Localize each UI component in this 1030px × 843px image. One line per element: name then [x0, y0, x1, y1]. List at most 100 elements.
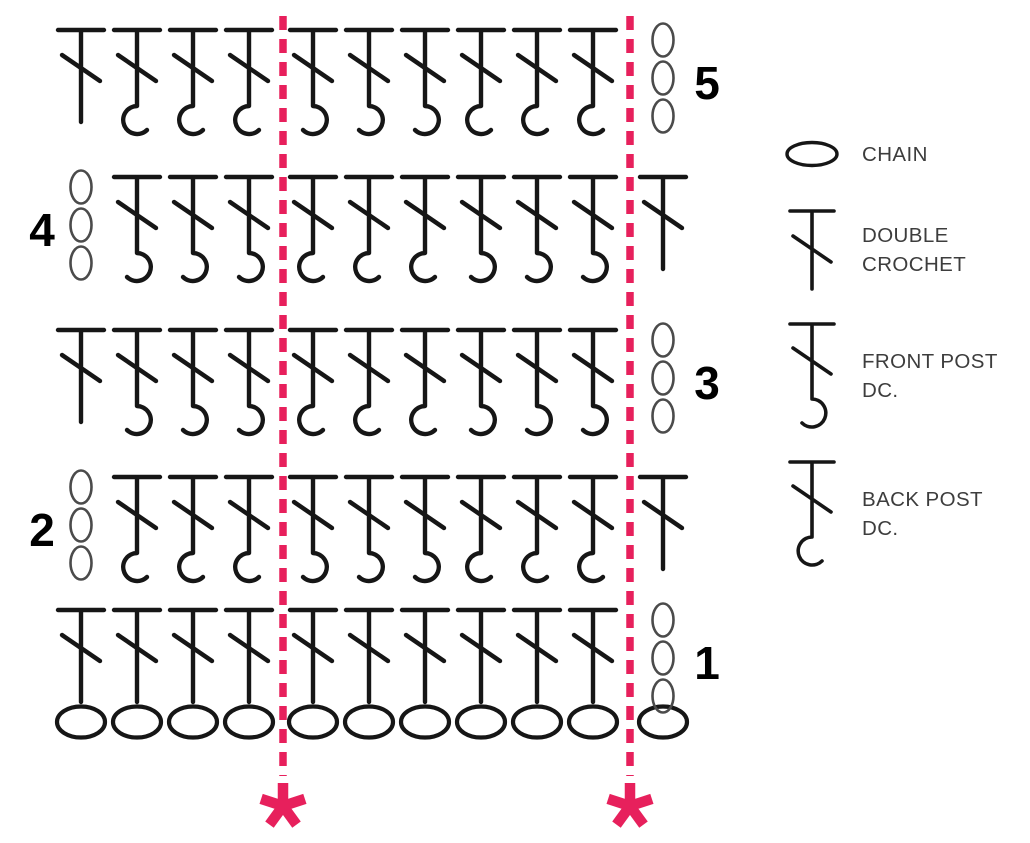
bpdc-symbol — [399, 327, 451, 437]
row-1: 1 — [55, 602, 720, 714]
turning-chain — [651, 322, 675, 434]
dc-symbol — [55, 327, 107, 425]
fpdc-symbol — [455, 174, 507, 284]
bpdc-symbol — [511, 474, 563, 584]
fpdc-symbol — [167, 327, 219, 437]
chain-symbol — [69, 207, 93, 243]
row-number: 3 — [694, 357, 720, 409]
row-number: 5 — [694, 57, 720, 109]
chain-symbol — [398, 704, 452, 740]
chain-symbol — [651, 640, 675, 676]
back-post-dc-icon — [780, 459, 844, 569]
fpdc-symbol — [567, 327, 619, 437]
fpdc-symbol — [399, 27, 451, 137]
bpdc-symbol — [511, 27, 563, 137]
bpdc-symbol — [111, 27, 163, 137]
chain-symbol — [651, 398, 675, 434]
turning-chain — [69, 169, 93, 281]
dc-symbol — [55, 27, 107, 125]
chain-symbol — [636, 704, 690, 740]
legend-label-chain: CHAIN — [862, 142, 928, 166]
chain-symbol — [342, 704, 396, 740]
chain-symbol — [69, 245, 93, 281]
row-2: 2 — [29, 469, 689, 584]
chain-symbol — [651, 98, 675, 134]
chain-symbol — [54, 704, 108, 740]
chain-symbol — [651, 602, 675, 638]
fpdc-symbol — [511, 174, 563, 284]
fpdc-symbol — [343, 27, 395, 137]
bpdc-symbol — [567, 474, 619, 584]
legend-label-front-post-dc: FRONT POST DC. — [862, 350, 998, 402]
turning-chain — [651, 22, 675, 134]
chain-symbol — [69, 507, 93, 543]
bpdc-symbol — [223, 474, 275, 584]
double-crochet-icon — [780, 208, 844, 292]
chain-symbol — [69, 169, 93, 205]
repeat-asterisk — [259, 783, 307, 828]
dc-symbol — [343, 607, 395, 705]
fpdc-symbol — [287, 27, 339, 137]
dc-symbol — [55, 607, 107, 705]
row-number: 4 — [29, 204, 55, 256]
chain-symbol — [510, 704, 564, 740]
row-number: 1 — [694, 637, 720, 689]
chain-symbol — [286, 704, 340, 740]
legend-item-chain: CHAIN — [780, 126, 928, 182]
dc-symbol — [637, 174, 689, 272]
dc-symbol — [567, 607, 619, 705]
chain-symbol — [651, 22, 675, 58]
bpdc-symbol — [567, 27, 619, 137]
fpdc-symbol — [111, 327, 163, 437]
row-3: 3 — [55, 322, 720, 437]
front-post-dc-icon — [780, 321, 844, 431]
fpdc-symbol — [111, 174, 163, 284]
bpdc-symbol — [343, 174, 395, 284]
bpdc-symbol — [111, 474, 163, 584]
chain-symbol — [651, 678, 675, 714]
bpdc-symbol — [455, 27, 507, 137]
dc-symbol — [167, 607, 219, 705]
chain-symbol — [651, 360, 675, 396]
asterisk-arm — [628, 793, 654, 811]
repeat-marker — [259, 16, 307, 828]
chain-symbol — [651, 322, 675, 358]
chain-symbol — [651, 60, 675, 96]
bpdc-symbol — [455, 474, 507, 584]
repeat-asterisk — [606, 783, 654, 828]
bpdc-symbol — [223, 27, 275, 137]
fpdc-symbol — [167, 174, 219, 284]
dc-symbol — [511, 607, 563, 705]
dc-symbol — [287, 607, 339, 705]
dc-symbol — [455, 607, 507, 705]
legend: CHAIN DOUBLE CROCHET FRONT POST DC. — [780, 0, 1030, 843]
chain-symbol — [69, 545, 93, 581]
chain-symbol — [69, 469, 93, 505]
legend-item-double-crochet: DOUBLE CROCHET — [780, 205, 966, 295]
fpdc-symbol — [399, 474, 451, 584]
chain-symbol — [222, 704, 276, 740]
row-5: 5 — [55, 22, 720, 137]
bpdc-symbol — [167, 474, 219, 584]
chain-symbol — [454, 704, 508, 740]
bpdc-symbol — [167, 27, 219, 137]
bpdc-symbol — [399, 174, 451, 284]
row-4: 4 — [29, 169, 689, 284]
fpdc-symbol — [511, 327, 563, 437]
foundation-chain-row — [54, 704, 690, 740]
asterisk-arm — [281, 793, 307, 811]
legend-item-back-post-dc: BACK POST DC. — [780, 456, 983, 572]
row-number: 2 — [29, 504, 55, 556]
chain-symbol — [110, 704, 164, 740]
turning-chain — [69, 469, 93, 581]
chain-icon — [780, 139, 844, 169]
chain-symbol — [166, 704, 220, 740]
dc-symbol — [399, 607, 451, 705]
fpdc-symbol — [223, 174, 275, 284]
turning-chain — [651, 602, 675, 714]
dc-symbol — [637, 474, 689, 572]
legend-label-double-crochet: DOUBLE CROCHET — [862, 224, 967, 276]
fpdc-symbol — [567, 174, 619, 284]
legend-item-front-post-dc: FRONT POST DC. — [780, 318, 998, 434]
